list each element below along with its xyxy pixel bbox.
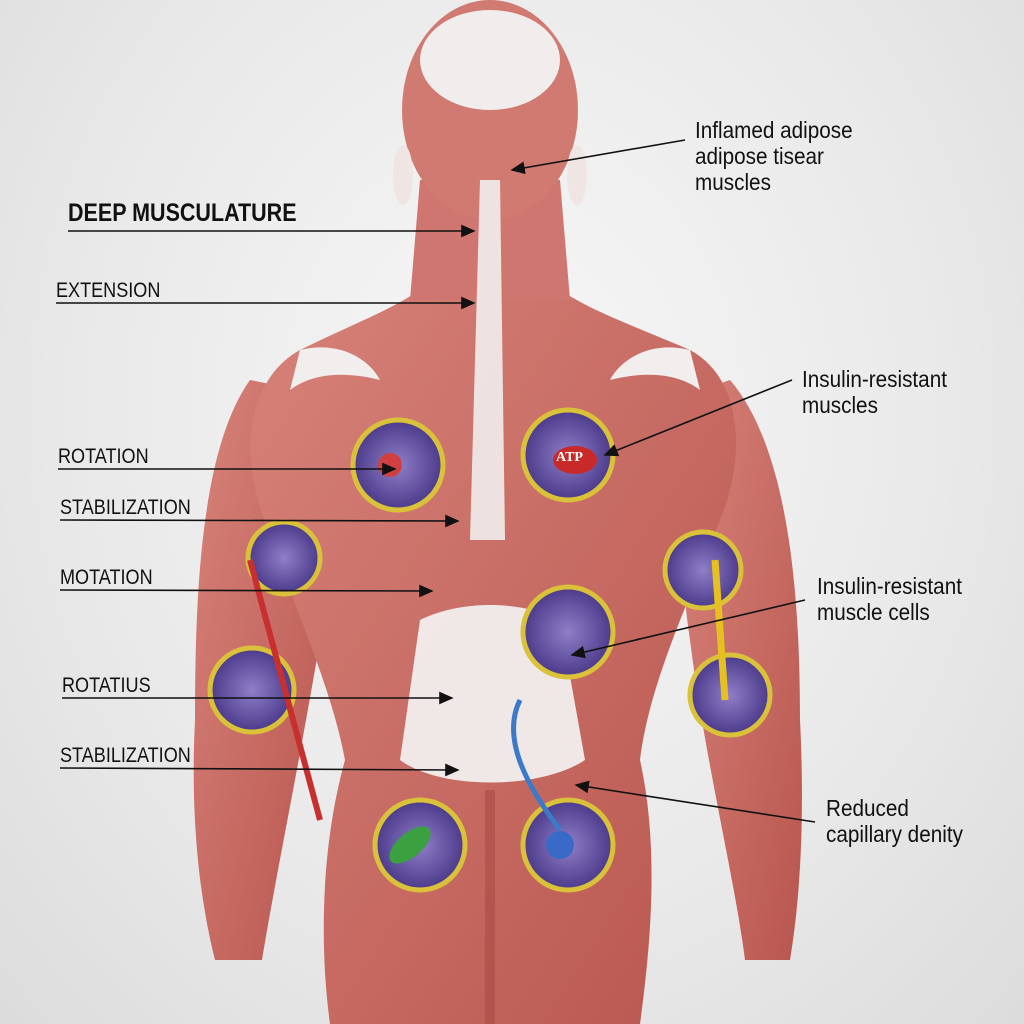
label-line: Reduced [826,795,909,821]
label-rotation: ROTATION [58,445,149,468]
label-line: muscles [802,392,878,418]
label-inflamed-adipose: Inflamed adipose adipose tisear muscles [695,117,853,195]
label-extension: EXTENSION [56,279,161,302]
label-line: muscles [695,169,771,195]
label-motation: MOTATION [60,566,153,589]
right-ear [567,145,587,205]
label-line: adipose tisear [695,143,824,169]
left-ear [393,145,413,205]
label-stabilization-lower: STABILIZATION [60,744,191,767]
label-line: Insulin-resistant [802,366,947,392]
label-rotatius: ROTATIUS [62,674,151,697]
label-insulin-resistant-muscles: Insulin-resistant muscles [802,366,947,418]
leader-lines [56,139,816,823]
label-line: muscle cells [817,599,930,625]
label-reduced-capillary: Reduced capillary denity [826,795,963,847]
label-insulin-resistant-cells: Insulin-resistant muscle cells [817,573,962,625]
label-line: Insulin-resistant [817,573,962,599]
label-line: Inflamed adipose [695,117,853,143]
label-stabilization: STABILIZATION [60,496,191,519]
title-deep-musculature: DEEP MUSCULATURE [68,199,297,227]
atp-label: ATP [556,450,583,465]
label-line: capillary denity [826,821,963,847]
